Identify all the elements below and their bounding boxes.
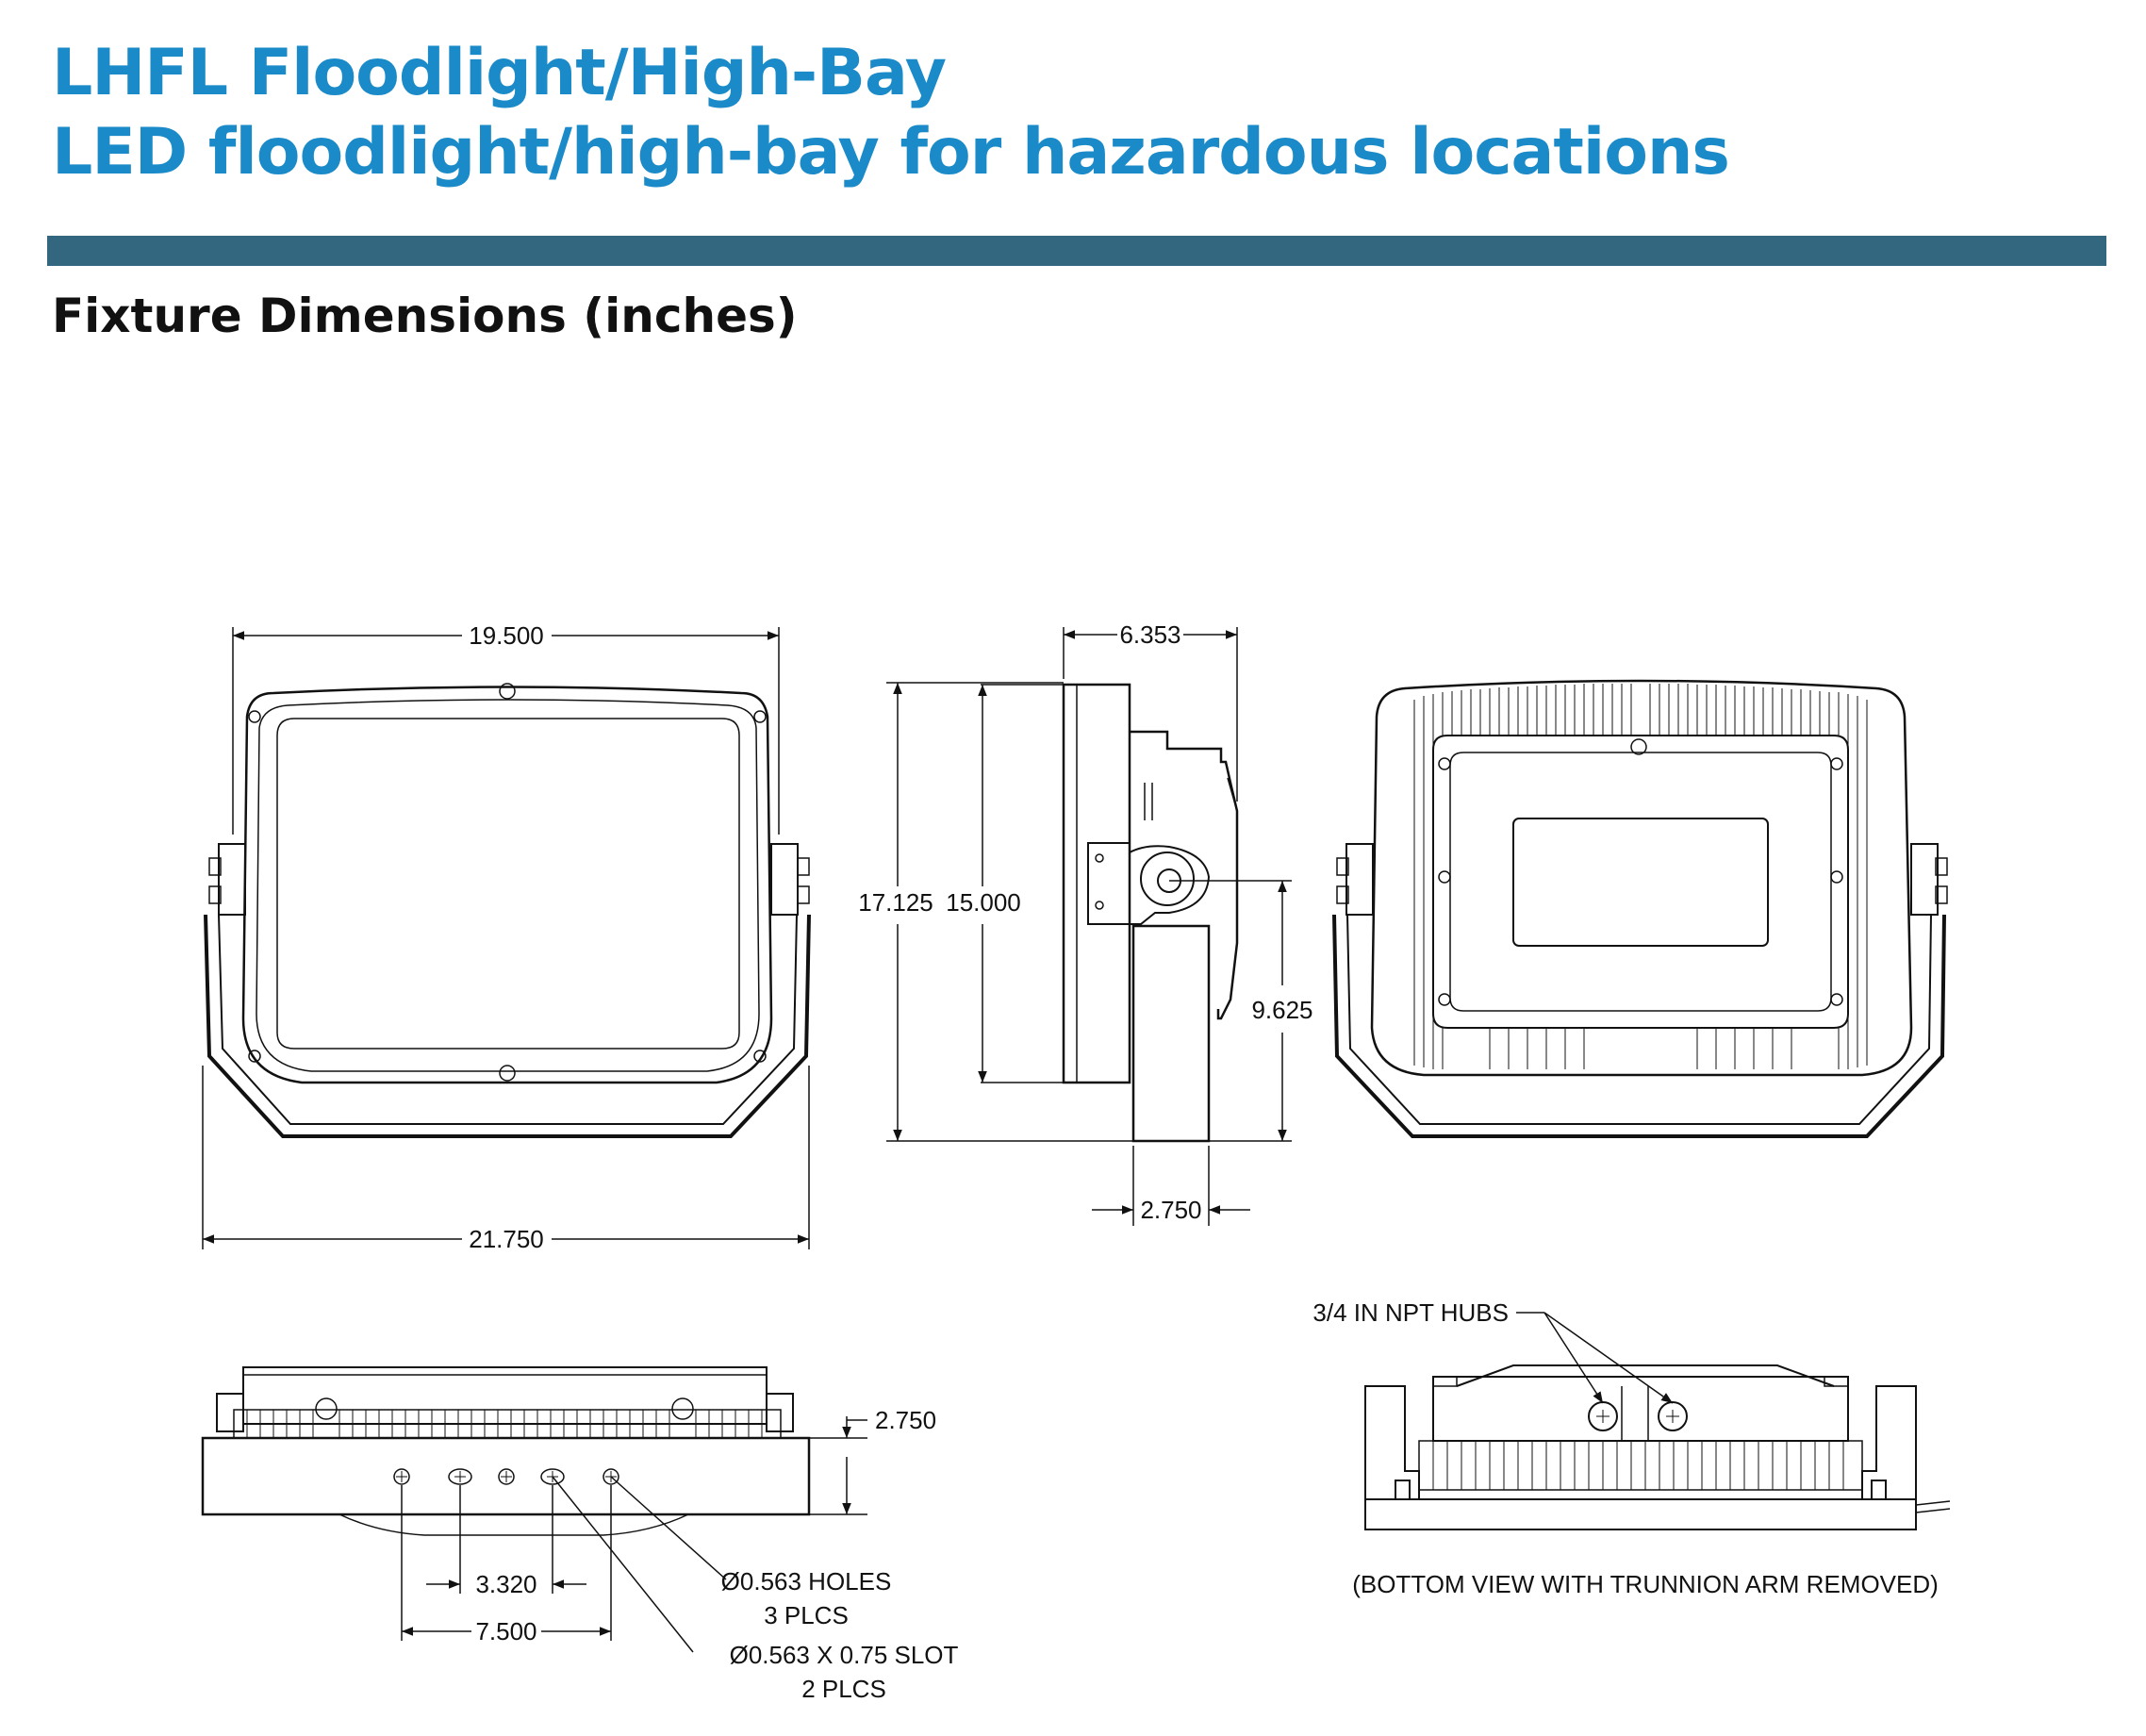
bottom-right-fins: [1432, 1441, 1844, 1490]
header-divider-bar: [47, 236, 2106, 266]
section-title: Fixture Dimensions (inches): [52, 289, 798, 343]
dim-front-width: 19.500: [469, 621, 544, 650]
dim-bottom-slot-spacing: 7.500: [475, 1617, 536, 1645]
rear-view: [1332, 679, 1948, 1138]
bottom-view-caption: (BOTTOM VIEW WITH TRUNNION ARM REMOVED): [1352, 1570, 1939, 1598]
note-npt-hubs: 3/4 IN NPT HUBS: [1312, 1298, 1509, 1327]
dim-bottom-hole-spacing: 3.320: [475, 1570, 536, 1598]
page-subtitle: LED floodlight/high-bay for hazardous lo…: [52, 115, 1730, 190]
bottom-left-view: [201, 1366, 867, 1653]
dim-side-depth: 6.353: [1119, 620, 1180, 649]
dim-side-overall-height: 17.125: [858, 888, 933, 917]
note-slot-line1: Ø0.563 X 0.75 SLOT: [730, 1641, 959, 1669]
note-slot-line2: 2 PLCS: [801, 1675, 886, 1703]
dim-bottom-height: 2.750: [875, 1406, 936, 1434]
dim-side-base-width: 2.750: [1140, 1196, 1201, 1224]
dim-side-housing-height: 15.000: [946, 888, 1021, 917]
page-title: LHFL Floodlight/High-Bay: [52, 36, 947, 110]
side-view: [886, 627, 1292, 1226]
note-holes-line1: Ø0.563 HOLES: [721, 1567, 892, 1595]
note-holes-line2: 3 PLCS: [764, 1601, 849, 1629]
dim-side-mount-height: 9.625: [1251, 996, 1312, 1024]
bottom-right-view: [1364, 1312, 1951, 1530]
dim-front-overall-width: 21.750: [469, 1225, 544, 1253]
front-view: [202, 627, 811, 1249]
bottom-left-fins: [246, 1410, 763, 1438]
